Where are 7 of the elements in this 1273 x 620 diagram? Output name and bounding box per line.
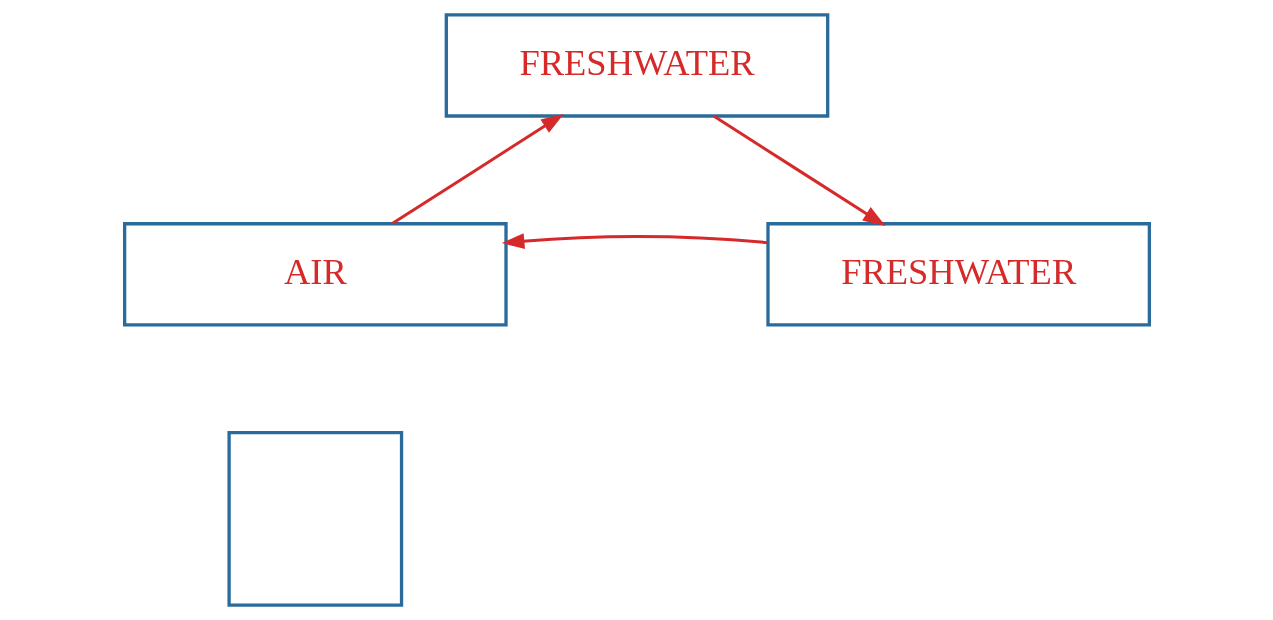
node-box: AIR bbox=[122, 222, 508, 327]
arrow bbox=[712, 115, 885, 226]
arrow bbox=[501, 233, 768, 249]
node-box bbox=[226, 431, 403, 607]
arrow bbox=[391, 113, 564, 225]
node-box: FRESHWATER bbox=[765, 222, 1151, 327]
node-box: FRESHWATER bbox=[444, 13, 829, 118]
